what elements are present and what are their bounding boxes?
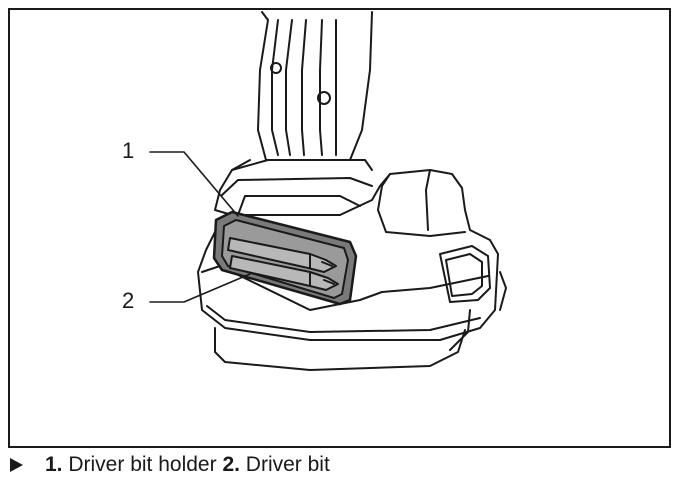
tool-illustration bbox=[149, 11, 507, 371]
callout-number-2: 2 bbox=[122, 288, 135, 313]
figure-caption: 1. Driver bit holder 2. Driver bit bbox=[10, 453, 330, 477]
caption-item-label-2: Driver bit bbox=[245, 453, 330, 476]
illustration-frame: 1 2 bbox=[8, 8, 671, 448]
caption-item-number-2: 2. bbox=[222, 453, 240, 476]
caption-item-label-1: Driver bit holder bbox=[68, 453, 217, 476]
caption-arrow-icon bbox=[10, 458, 23, 472]
callout-leader-2 bbox=[149, 273, 251, 303]
callout-number-1: 1 bbox=[122, 138, 135, 163]
tool-handle bbox=[257, 11, 373, 161]
driver-bits bbox=[227, 237, 339, 291]
caption-item-number-1: 1. bbox=[45, 453, 63, 476]
callout-leader-1 bbox=[149, 151, 239, 217]
